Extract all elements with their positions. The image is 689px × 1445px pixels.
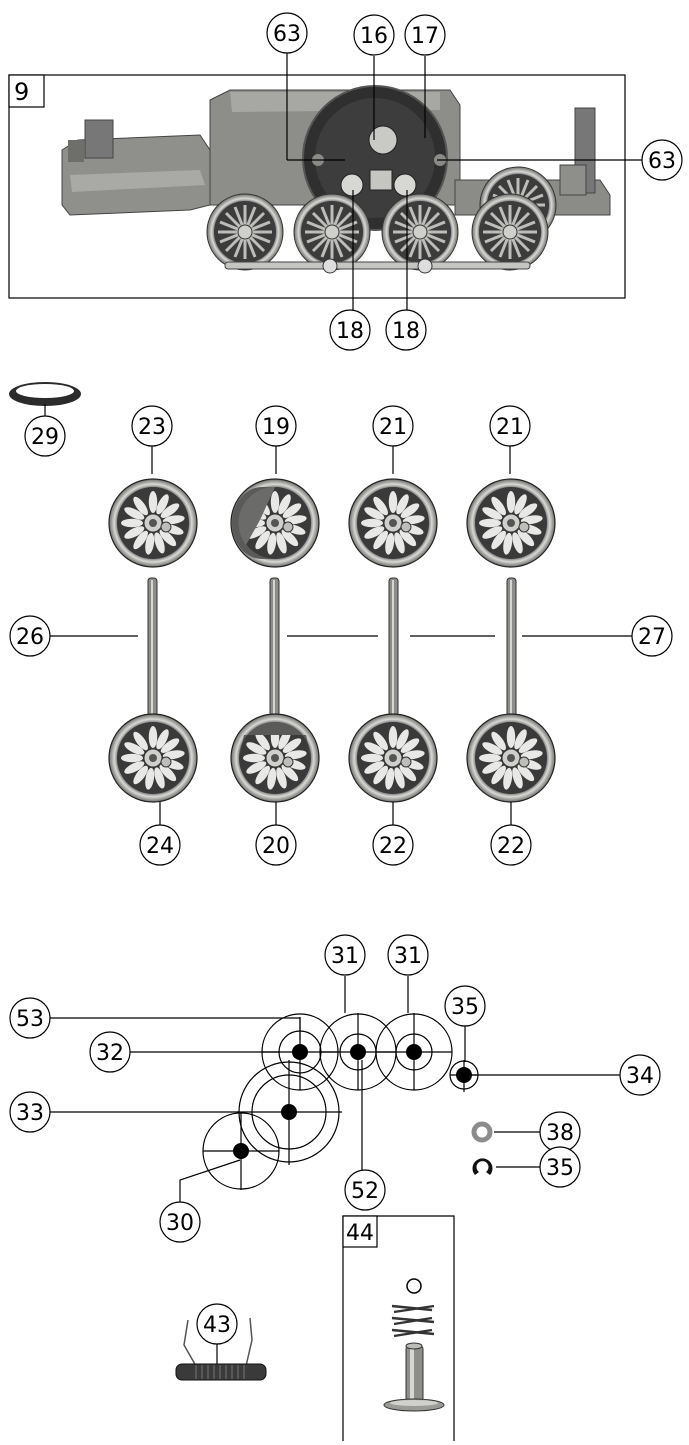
callout-18-left: 18 bbox=[329, 309, 371, 351]
svg-text:34: 34 bbox=[626, 1064, 654, 1089]
callout-20: 20 bbox=[255, 824, 297, 866]
callout-63-right: 63 bbox=[641, 139, 683, 181]
wheel-24 bbox=[108, 713, 198, 803]
wheel-22-left bbox=[348, 713, 438, 803]
callout-23: 23 bbox=[131, 405, 173, 447]
callout-22-left: 22 bbox=[372, 824, 414, 866]
callout-43: 43 bbox=[196, 1303, 238, 1345]
callout-19: 19 bbox=[255, 405, 297, 447]
svg-text:21: 21 bbox=[379, 415, 407, 440]
callout-22-right: 22 bbox=[490, 824, 532, 866]
callout-35-gear: 35 bbox=[444, 985, 486, 1027]
svg-text:53: 53 bbox=[16, 1007, 44, 1032]
svg-text:43: 43 bbox=[203, 1313, 231, 1338]
callout-32: 32 bbox=[89, 1031, 131, 1073]
wheel-21-right bbox=[466, 478, 556, 568]
callout-17: 17 bbox=[404, 14, 446, 56]
callout-29: 29 bbox=[24, 415, 66, 457]
wheel-23 bbox=[108, 478, 198, 568]
svg-text:27: 27 bbox=[638, 625, 666, 650]
svg-text:17: 17 bbox=[411, 24, 439, 49]
coupling-frame: 44 bbox=[342, 1215, 455, 1441]
callout-18-right: 18 bbox=[385, 309, 427, 351]
svg-text:16: 16 bbox=[360, 24, 388, 49]
axles bbox=[147, 577, 517, 717]
svg-text:35: 35 bbox=[451, 995, 479, 1020]
svg-text:33: 33 bbox=[16, 1101, 44, 1126]
callout-24: 24 bbox=[139, 824, 181, 866]
svg-text:19: 19 bbox=[262, 415, 290, 440]
wheel-21-left bbox=[348, 478, 438, 568]
svg-text:26: 26 bbox=[16, 625, 44, 650]
chassis-frame-border bbox=[8, 74, 626, 299]
svg-text:35: 35 bbox=[546, 1156, 574, 1181]
callout-33: 33 bbox=[9, 1091, 51, 1133]
e-clip-35 bbox=[472, 1158, 540, 1175]
svg-text:38: 38 bbox=[546, 1121, 574, 1146]
callout-35-clip: 35 bbox=[539, 1146, 581, 1188]
svg-text:18: 18 bbox=[336, 319, 364, 344]
armature-43 bbox=[175, 1317, 267, 1381]
wheel-19 bbox=[230, 478, 320, 568]
svg-text:23: 23 bbox=[138, 415, 166, 440]
callout-21-left: 21 bbox=[372, 405, 414, 447]
coupling-pin bbox=[383, 1342, 445, 1412]
svg-text:31: 31 bbox=[394, 944, 422, 969]
svg-text:22: 22 bbox=[379, 834, 407, 859]
svg-text:22: 22 bbox=[497, 834, 525, 859]
svg-text:63: 63 bbox=[648, 149, 676, 174]
callout-31-left: 31 bbox=[324, 934, 366, 976]
callout-34: 34 bbox=[619, 1054, 661, 1096]
callout-21-right: 21 bbox=[489, 405, 531, 447]
callout-53: 53 bbox=[9, 997, 51, 1039]
svg-text:63: 63 bbox=[273, 22, 301, 47]
svg-text:29: 29 bbox=[31, 425, 59, 450]
gear-train bbox=[202, 1013, 479, 1190]
callout-27: 27 bbox=[631, 615, 673, 657]
callout-30: 30 bbox=[159, 1201, 201, 1243]
svg-text:32: 32 bbox=[96, 1041, 124, 1066]
svg-text:52: 52 bbox=[351, 1179, 379, 1204]
spring bbox=[391, 1304, 435, 1338]
callout-26: 26 bbox=[9, 615, 51, 657]
wheel-20 bbox=[230, 713, 320, 803]
callout-63-top: 63 bbox=[266, 12, 308, 54]
callout-52: 52 bbox=[344, 1169, 386, 1211]
callout-16: 16 bbox=[353, 14, 395, 56]
washer-38 bbox=[471, 1121, 540, 1143]
chassis-photo bbox=[61, 85, 611, 274]
callout-38: 38 bbox=[539, 1111, 581, 1153]
chassis-frame-label-box bbox=[8, 74, 45, 108]
callout-31-right: 31 bbox=[387, 934, 429, 976]
svg-text:30: 30 bbox=[166, 1211, 194, 1236]
coupling-frame-label-box bbox=[342, 1215, 378, 1248]
coupling-frame-label: 44 bbox=[346, 1221, 374, 1246]
chassis-assembly: 9 bbox=[8, 12, 683, 351]
traction-tire-29 bbox=[9, 382, 81, 418]
svg-text:21: 21 bbox=[496, 415, 524, 440]
svg-text:31: 31 bbox=[331, 944, 359, 969]
svg-text:18: 18 bbox=[392, 319, 420, 344]
chassis-frame-label: 9 bbox=[14, 78, 29, 106]
wheel-22-right bbox=[466, 713, 556, 803]
svg-text:24: 24 bbox=[146, 834, 174, 859]
svg-text:20: 20 bbox=[262, 834, 290, 859]
